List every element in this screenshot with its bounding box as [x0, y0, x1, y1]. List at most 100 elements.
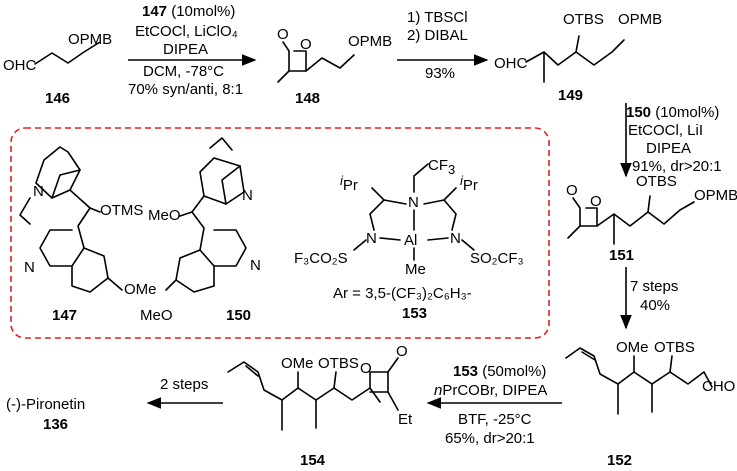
c149-ohc: OHC	[494, 55, 528, 72]
c153-cf3: CF3	[428, 157, 455, 177]
c154-otbs-bond	[333, 371, 337, 389]
c146-ohc: OHC	[3, 57, 37, 74]
c149-opmb: OPMB	[618, 11, 662, 28]
c148-sidechain	[305, 54, 355, 72]
catalyst-box	[10, 127, 550, 339]
c136-label: 136	[43, 416, 68, 433]
c150-meo2: MeO	[140, 307, 173, 324]
c151-label: 151	[609, 247, 634, 264]
c147-quinuclidine	[35, 146, 81, 199]
c154-carbonyl-bond	[387, 357, 399, 373]
c150-quinoline-a	[191, 211, 247, 267]
c153-ipr-left-bond	[371, 187, 385, 201]
c153-ipr-right-bond	[443, 187, 457, 201]
c153-ar-note: Ar = 3,5-(CF₃)₂C₆H₃-	[333, 285, 472, 302]
compound-152: OMe OTBS CHO 152	[565, 339, 735, 469]
c154-et: Et	[398, 411, 413, 428]
step3-result: 91%, dr>20:1	[632, 158, 722, 175]
c150-meo-bond	[179, 211, 193, 217]
c150-label: 150	[226, 307, 251, 324]
c149-chain	[525, 39, 625, 66]
c150-n2: N	[250, 257, 261, 274]
c146-label: 146	[45, 90, 70, 107]
step1-reagents: EtCOCl, LiClO₄	[135, 23, 238, 40]
c154-ring-o: O	[360, 360, 372, 377]
compound-149: OHC OTBS OPMB 149	[494, 11, 662, 104]
c150-stem	[191, 195, 205, 213]
c147-stem	[69, 189, 91, 209]
catalyst-153: CF3 N iPr iPr N N Al Me F₃CO₂S SO₂CF₃ Ar…	[294, 157, 524, 322]
compound-146: OHC OPMB 146	[3, 31, 112, 107]
c147-ome: OMe	[124, 281, 157, 298]
c154-alkene	[245, 365, 259, 377]
c150-n1: N	[242, 187, 253, 204]
c150-quinoline-b	[175, 249, 215, 293]
c151-ring	[572, 197, 598, 227]
c151-ring-o: O	[590, 193, 602, 210]
c148-carbonyl-o: O	[277, 26, 289, 43]
c147-vinyl	[19, 197, 31, 225]
c149-otbs: OTBS	[563, 11, 604, 28]
c147-label: 147	[52, 307, 77, 324]
c151-chain	[596, 201, 695, 227]
c153-me: Me	[405, 261, 426, 278]
step5-reagents: nPrCOBr, DIPEA	[434, 382, 547, 399]
c151-otbs-bond	[647, 195, 651, 213]
compound-151: O O OTBS OPMB 151	[566, 173, 737, 264]
step5-conditions: BTF, -25°C	[458, 411, 532, 428]
step5-catalyst: 153 (50mol%)	[453, 363, 546, 380]
compound-154: OMe OTBS O O Et 154	[227, 343, 413, 469]
c154-ethyl-bond	[387, 391, 399, 411]
c136-name: (-)-Pironetin	[6, 396, 85, 413]
c151-carbonyl-o: O	[566, 182, 578, 199]
c154-otbs: OTBS	[318, 355, 359, 372]
c154-ring	[369, 371, 389, 393]
step1-conditions: DCM, -78°C	[143, 63, 224, 80]
c151-opmb: OPMB	[694, 187, 737, 204]
c150-meo1: MeO	[148, 207, 181, 224]
c150-vinyl	[209, 137, 233, 151]
step6-line1: 2 steps	[160, 376, 208, 393]
c153-right-group: SO₂CF₃	[470, 250, 524, 267]
c153-al: Al	[404, 232, 417, 249]
step3-catalyst: 150 (10mol%)	[626, 104, 719, 121]
c148-label: 148	[295, 90, 320, 107]
step2-yield: 93%	[425, 65, 455, 82]
c153-n-left: N	[366, 230, 377, 247]
step1-base: DIPEA	[163, 41, 208, 58]
c153-al-left-bond	[379, 237, 401, 241]
c148-methyl	[277, 70, 290, 83]
c152-otbs-bond	[669, 355, 673, 373]
c148-ring-o: O	[300, 36, 312, 53]
c154-carbonyl-o: O	[396, 343, 408, 360]
c148-ring	[282, 41, 307, 72]
c153-ethyl	[413, 163, 429, 193]
c153-n-right: N	[450, 230, 461, 247]
step4: 7 steps 40%	[620, 267, 678, 330]
c152-cho: CHO	[702, 378, 735, 395]
step4-line1: 7 steps	[630, 278, 678, 295]
step5-result: 65%, dr>20:1	[445, 430, 535, 447]
step1-result: 70% syn/anti, 8:1	[128, 81, 243, 98]
c153-left-group: F₃CO₂S	[294, 250, 348, 267]
catalyst-147: N OTMS N OMe 147	[19, 146, 157, 324]
step1: 147 (10mol%) EtCOCl, LiClO₄ DIPEA DCM, -…	[128, 3, 257, 98]
c154-label: 154	[300, 452, 326, 469]
c152-otbs: OTBS	[654, 339, 695, 356]
compound-136: (-)-Pironetin 136	[6, 396, 85, 433]
c147-otms-bond	[89, 207, 101, 213]
step1-catalyst: 147 (10mol%)	[142, 3, 235, 20]
c147-n1: N	[33, 183, 44, 200]
c153-label: 153	[402, 305, 427, 322]
c153-right-s-bond	[461, 239, 475, 251]
c150-bridge	[221, 165, 241, 205]
step6: 2 steps	[146, 376, 223, 409]
step5: 153 (50mol%) nPrCOBr, DIPEA BTF, -25°C 6…	[426, 363, 562, 447]
c147-otms: OTMS	[100, 202, 143, 219]
c153-al-right-bond	[427, 237, 449, 241]
c146-chain	[34, 41, 101, 65]
c151-otbs: OTBS	[636, 173, 677, 190]
c153-arm-right	[423, 199, 457, 231]
step3-reagents: EtCOCl, LiI	[628, 122, 703, 139]
